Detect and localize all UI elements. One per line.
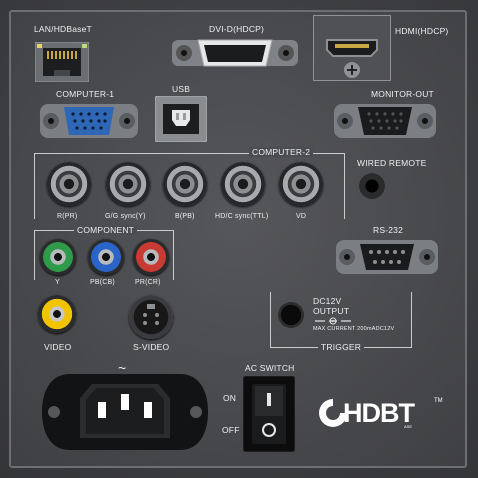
bnc-r-connector[interactable]: [47, 162, 91, 206]
rj45-icon[interactable]: [35, 42, 89, 82]
rca-pb-connector[interactable]: [88, 239, 124, 275]
switch-on-label: ON: [223, 393, 237, 403]
usb-b-icon[interactable]: [155, 96, 207, 142]
bnc-b-label: B(PB): [175, 213, 195, 220]
bnc-g-connector[interactable]: [106, 162, 150, 206]
monitor-out-vga-icon[interactable]: [334, 102, 436, 140]
dvi-label: DVI-D(HDCP): [209, 24, 265, 34]
component-label: COMPONENT: [74, 225, 138, 235]
hdmi-label: HDMI(HDCP): [395, 26, 449, 36]
bnc-r-label: R(PR): [57, 213, 78, 220]
hdbaset-tm: TM: [434, 398, 443, 404]
svideo-label: S-VIDEO: [133, 342, 170, 352]
max-current-label: MAX CURRENT 200mADC12V: [313, 326, 395, 332]
bnc-g-label: G/G sync(Y): [105, 213, 146, 220]
polarity-icon: [315, 317, 351, 325]
trigger-jack[interactable]: [278, 302, 304, 328]
rca-y-connector[interactable]: [40, 239, 76, 275]
hdbaset-logo-text: HDBT: [343, 398, 415, 428]
ac-switch-label: AC SWITCH: [245, 363, 295, 373]
svideo-icon[interactable]: [129, 295, 173, 339]
component-y-label: Y: [55, 279, 60, 286]
hdmi-icon[interactable]: [325, 38, 379, 80]
hdbaset-logo: HDBT TM ASE: [316, 396, 446, 430]
lan-label: LAN/HDBaseT: [34, 24, 92, 34]
ac-tilde-label: ~: [118, 360, 127, 376]
db9-icon[interactable]: [336, 238, 438, 276]
rocker-switch-icon[interactable]: [243, 376, 295, 452]
wired-remote-jack[interactable]: [359, 173, 385, 199]
rs232-label: RS-232: [373, 225, 404, 235]
power-inlet-icon[interactable]: [40, 372, 210, 452]
monitor-out-label: MONITOR-OUT: [371, 89, 434, 99]
computer1-label: COMPUTER-1: [56, 89, 115, 99]
component-pb-label: PB(CB): [90, 279, 115, 286]
output-label: OUTPUT: [313, 306, 350, 316]
dc12v-label: DC12V: [313, 296, 342, 306]
video-label: VIDEO: [44, 342, 72, 352]
bnc-vd-label: VD: [296, 213, 307, 220]
trigger-label: TRIGGER: [318, 342, 365, 352]
switch-off-label: OFF: [222, 425, 240, 435]
rca-pr-connector[interactable]: [133, 239, 169, 275]
wired-remote-label: WIRED REMOTE: [357, 158, 427, 168]
usb-label: USB: [172, 84, 191, 94]
computer2-group-frame: [34, 153, 345, 219]
hdbaset-alliance: ASE: [404, 424, 413, 429]
vga-icon[interactable]: [40, 102, 138, 140]
bnc-hd-label: HD/C sync(TTL): [215, 213, 269, 220]
video-rca-connector[interactable]: [38, 295, 76, 333]
bnc-b-connector[interactable]: [163, 162, 207, 206]
bnc-hd-connector[interactable]: [221, 162, 265, 206]
bnc-vd-connector[interactable]: [279, 162, 323, 206]
hdbaset-symbol-icon: [319, 399, 351, 427]
component-pr-label: PR(CR): [135, 279, 161, 286]
dvi-icon[interactable]: [172, 36, 298, 70]
computer2-label: COMPUTER-2: [249, 147, 314, 157]
